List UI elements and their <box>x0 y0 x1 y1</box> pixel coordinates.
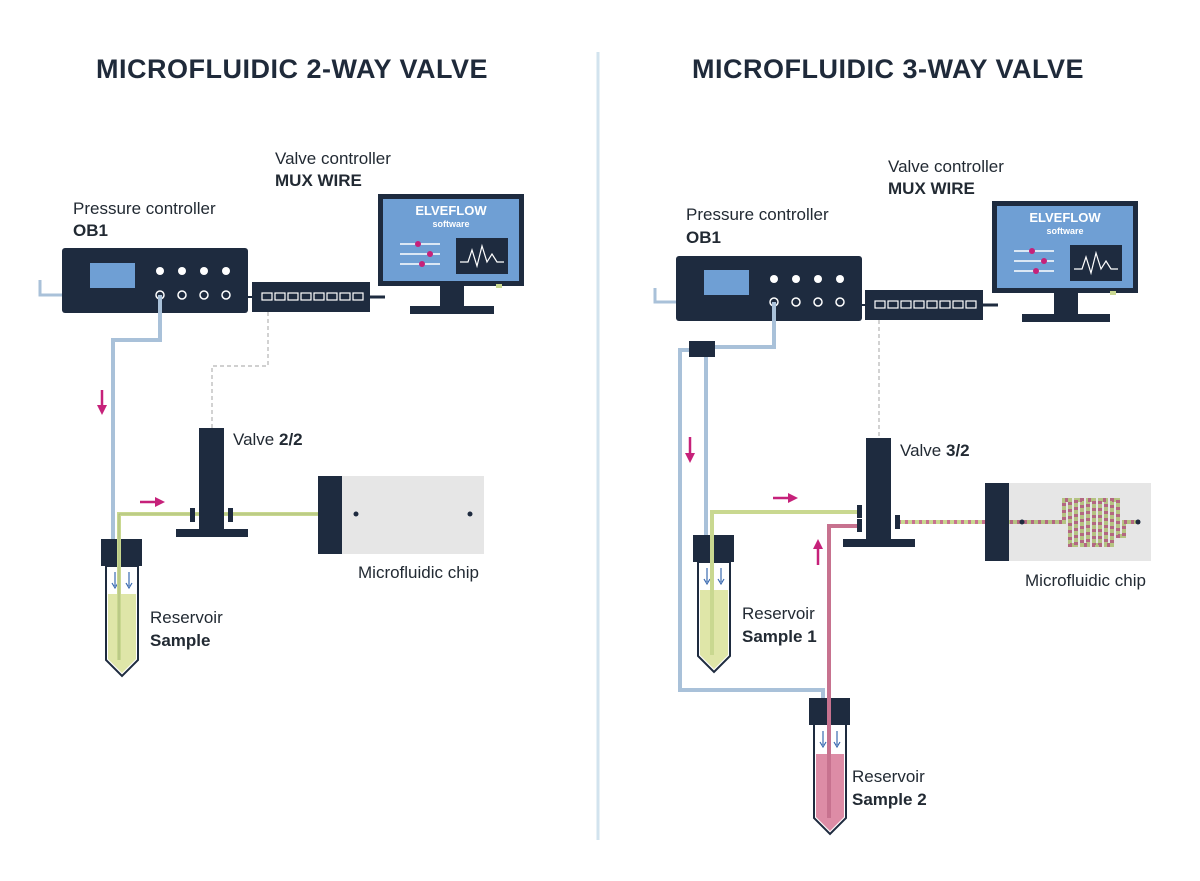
right-sample2-tube <box>827 524 860 818</box>
left-control-signal-line <box>211 312 269 428</box>
right-reservoir2-label: Reservoir <box>852 767 925 786</box>
left-software-sub: software <box>432 219 469 229</box>
left-monitor: ELVEFLOW software <box>378 194 524 314</box>
right-sample1-tube <box>710 510 860 655</box>
left-valve-ctrl-model: MUX WIRE <box>275 171 362 190</box>
left-pressure-label: Pressure controller <box>73 199 216 218</box>
right-software-sub: software <box>1046 226 1083 236</box>
right-pressure-model: OB1 <box>686 228 721 247</box>
left-valve-label: Valve 2/2 <box>233 430 303 449</box>
left-title: MICROFLUIDIC 2-WAY VALVE <box>96 54 488 84</box>
right-valve <box>843 438 915 547</box>
right-gas-tube-sample2 <box>678 348 825 718</box>
left-gas-tube <box>111 295 162 545</box>
left-reservoir-name: Sample <box>150 631 210 650</box>
right-microfluidic-chip <box>985 483 1151 561</box>
right-software-brand: ELVEFLOW <box>1029 210 1101 225</box>
right-gas-tube-main <box>703 302 776 349</box>
left-valve-ctrl-label: Valve controller <box>275 149 391 168</box>
right-chip-label: Microfluidic chip <box>1025 571 1146 590</box>
right-valve-ctrl-model: MUX WIRE <box>888 179 975 198</box>
right-reservoir1-label: Reservoir <box>742 604 815 623</box>
right-pressure-label: Pressure controller <box>686 205 829 224</box>
right-valve-ctrl-label: Valve controller <box>888 157 1004 176</box>
left-chip-label: Microfluidic chip <box>358 563 479 582</box>
left-microfluidic-chip <box>318 476 484 554</box>
left-pressure-controller <box>38 248 248 313</box>
right-panel: MICROFLUIDIC 3-WAY VALVE Pressure contro… <box>653 54 1151 836</box>
right-valve-label: Valve 3/2 <box>900 441 970 460</box>
left-mux-wire <box>252 282 370 312</box>
right-monitor: ELVEFLOW software <box>992 201 1138 322</box>
left-valve <box>176 428 248 537</box>
right-title: MICROFLUIDIC 3-WAY VALVE <box>692 54 1084 84</box>
left-reservoir-label: Reservoir <box>150 608 223 627</box>
left-reservoir <box>101 539 142 678</box>
right-t-connector <box>689 341 715 357</box>
left-panel: MICROFLUIDIC 2-WAY VALVE Pressure contro… <box>38 54 524 678</box>
right-pressure-controller <box>653 256 862 321</box>
right-mux-wire <box>865 290 983 320</box>
right-reservoir2-name: Sample 2 <box>852 790 927 809</box>
right-reservoir1-name: Sample 1 <box>742 627 817 646</box>
left-pressure-model: OB1 <box>73 221 108 240</box>
left-software-brand: ELVEFLOW <box>415 203 487 218</box>
